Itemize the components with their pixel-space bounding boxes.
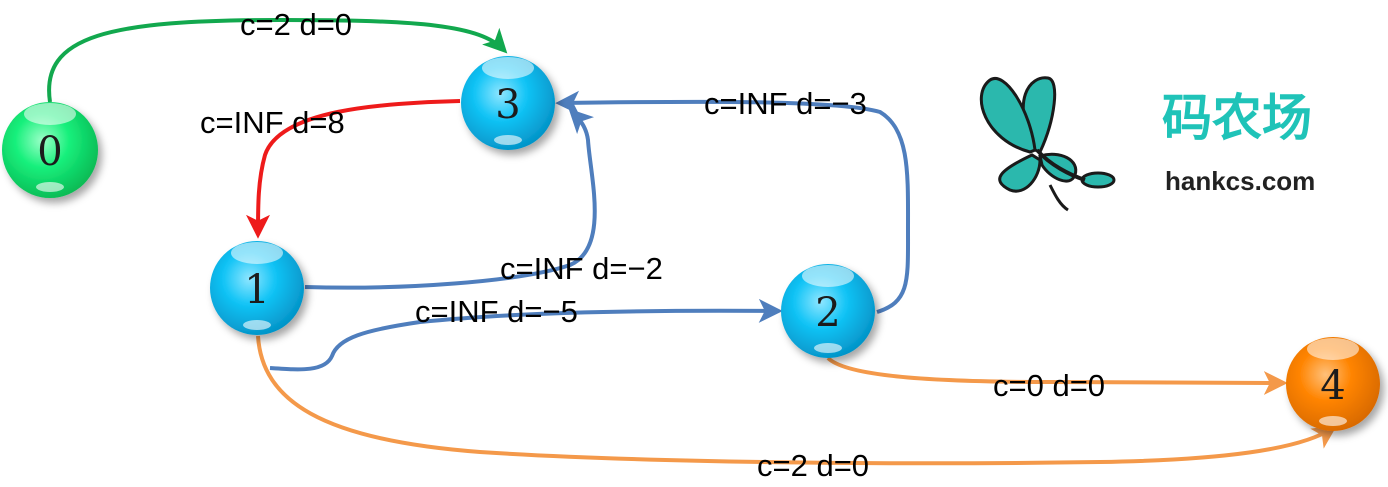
node-label-2: 2 — [815, 290, 840, 336]
edge-2-4 — [826, 356, 1288, 395]
edge-label-3-1: c=INF d=8 — [200, 105, 345, 140]
edge-1-4 — [256, 335, 1337, 466]
watermark-url: hankcs.com — [1165, 166, 1315, 196]
edge-0-3 — [47, 17, 508, 103]
edge-3-1 — [246, 99, 461, 239]
node-label-0: 0 — [37, 129, 62, 175]
edge-label-1-4: c=2 d=0 — [757, 448, 869, 483]
watermark: 码农场 hankcs.com — [979, 76, 1315, 212]
node-0: 0 — [2, 102, 98, 198]
edge-label-1-3: c=INF d=−2 — [500, 251, 663, 286]
edges — [47, 17, 1337, 466]
node-2: 2 — [781, 264, 875, 358]
edge-label-2-3: c=INF d=−3 — [704, 86, 867, 121]
edge-label-2-4: c=0 d=0 — [993, 368, 1105, 403]
edge-label-1-2: c=INF d=−5 — [415, 294, 578, 329]
watermark-title: 码农场 — [1162, 89, 1312, 147]
node-4: 4 — [1286, 337, 1380, 431]
node-label-4: 4 — [1320, 363, 1345, 409]
edge-labels: c=2 d=0 c=INF d=8 c=INF d=−3 c=INF d=−2 … — [200, 7, 1105, 483]
edge-1-2 — [269, 298, 783, 372]
butterfly-icon — [979, 76, 1116, 212]
node-label-3: 3 — [495, 82, 520, 128]
edge-label-0-3: c=2 d=0 — [240, 7, 352, 42]
edge-1-3 — [304, 108, 597, 290]
node-3: 3 — [461, 56, 555, 150]
edge-2-3 — [555, 90, 911, 314]
node-label-1: 1 — [244, 267, 269, 313]
node-1: 1 — [210, 241, 304, 335]
